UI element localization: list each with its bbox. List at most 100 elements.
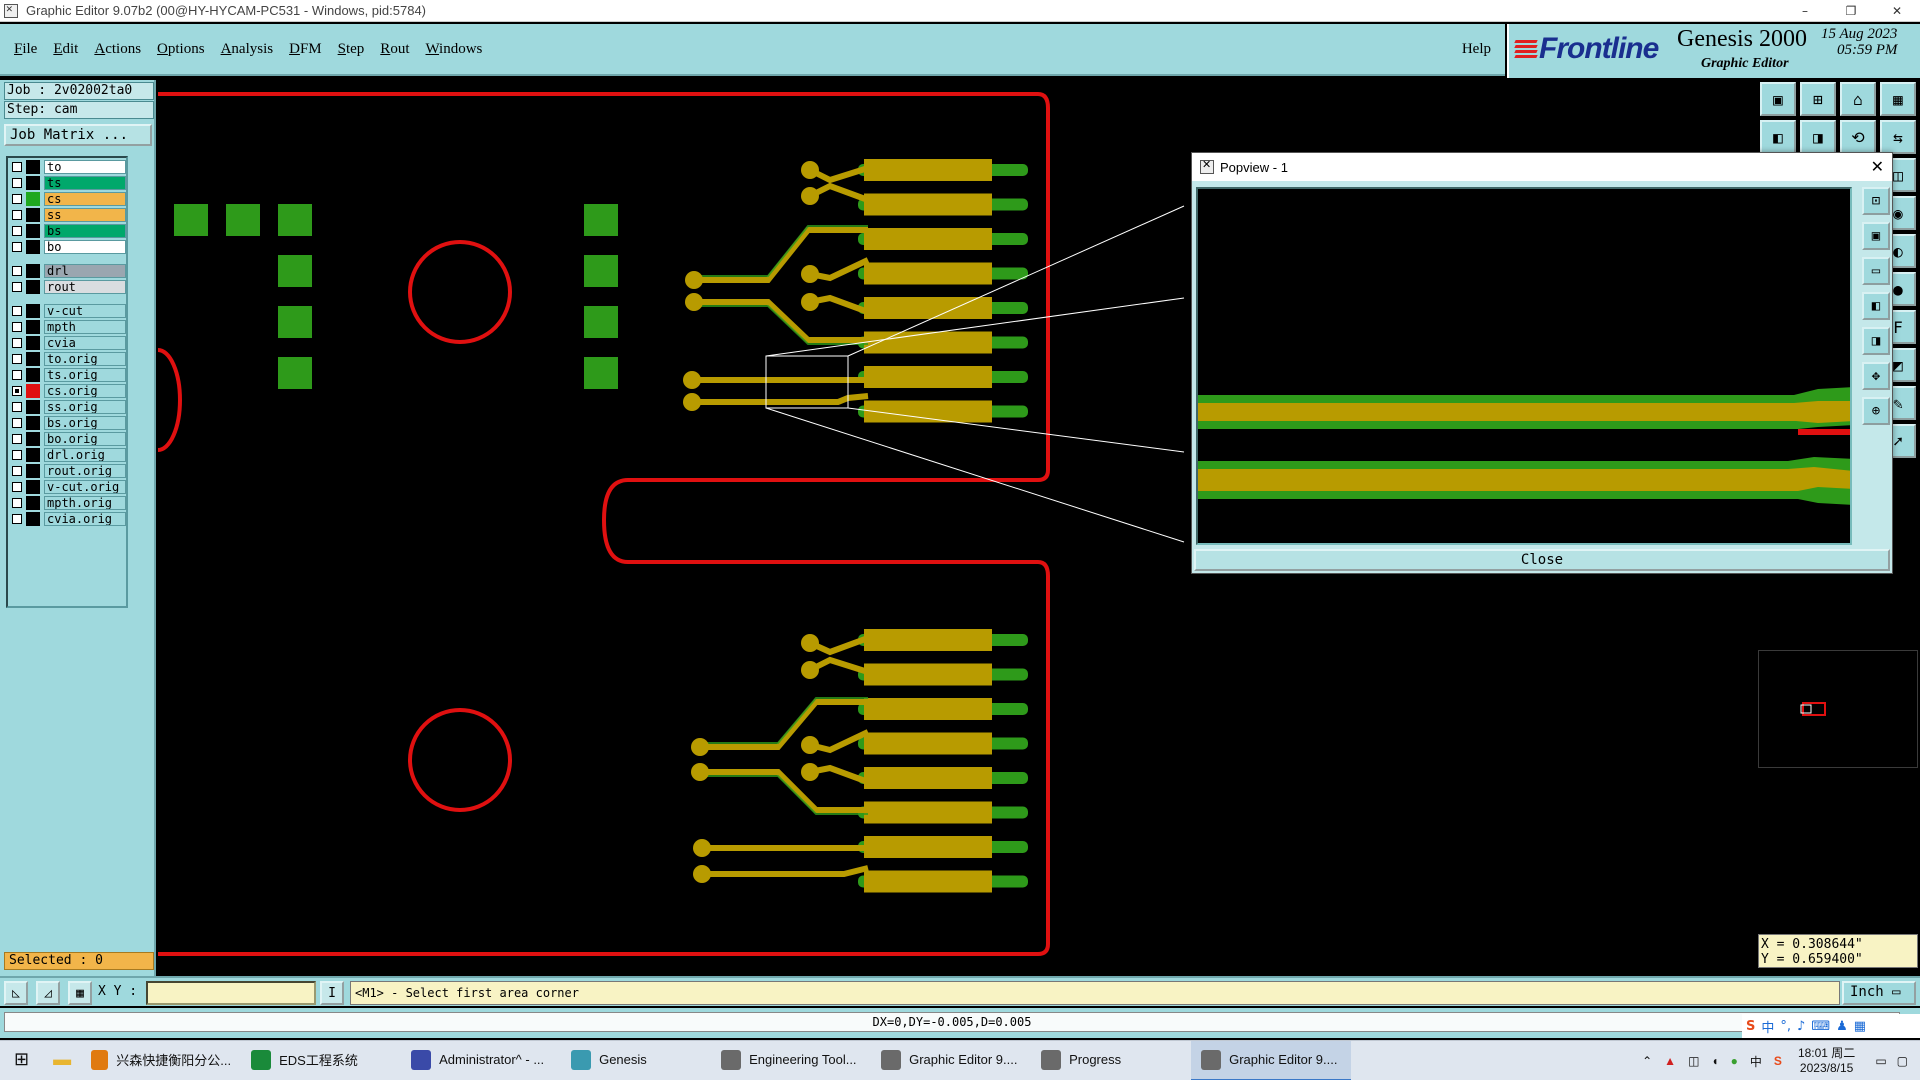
layer-row[interactable]: cs.orig <box>10 384 126 398</box>
layer-row[interactable]: ts <box>10 176 126 190</box>
show-desktop-icon[interactable]: ▭ <box>1875 1054 1887 1068</box>
notification-icon[interactable]: ▢ <box>1896 1054 1908 1068</box>
layer-color-swatch[interactable] <box>26 368 40 382</box>
layer-color-swatch[interactable] <box>26 480 40 494</box>
popview-center-icon[interactable]: ⊕ <box>1862 397 1890 425</box>
ime-mic-icon[interactable]: ♪ <box>1797 1018 1806 1034</box>
layer-checkbox[interactable] <box>12 386 22 396</box>
menu-actions[interactable]: Actions <box>94 40 142 57</box>
tray-network-icon[interactable]: ◫ <box>1688 1054 1700 1068</box>
taskbar-app-button[interactable]: 兴森快捷衡阳分公... <box>81 1041 241 1080</box>
layer-checkbox[interactable] <box>12 242 22 252</box>
layer-checkbox[interactable] <box>12 434 22 444</box>
layer-row[interactable]: v-cut <box>10 304 126 318</box>
grid-tool-icon[interactable]: ▦ <box>68 981 92 1005</box>
unit-selector[interactable]: Inch ▭ <box>1842 981 1916 1005</box>
layer-color-swatch[interactable] <box>26 400 40 414</box>
layer-row[interactable]: ss.orig <box>10 400 126 414</box>
ime-skin-icon[interactable]: ♟ <box>1836 1018 1848 1034</box>
layer-color-swatch[interactable] <box>26 448 40 462</box>
layer-checkbox[interactable] <box>12 210 22 220</box>
menu-help[interactable]: Help <box>1461 40 1491 57</box>
layer-name[interactable]: ts <box>44 176 126 190</box>
rotate-icon[interactable]: ⟲ <box>1840 120 1876 154</box>
tray-chevron-icon[interactable]: ⌃ <box>1642 1054 1653 1068</box>
ime-punct-icon[interactable]: °, <box>1780 1018 1792 1034</box>
layer-name[interactable]: v-cut <box>44 304 126 318</box>
layer-checkbox[interactable] <box>12 322 22 332</box>
layer-color-swatch[interactable] <box>26 496 40 510</box>
menu-step[interactable]: Step <box>337 40 365 57</box>
layer-color-swatch[interactable] <box>26 264 40 278</box>
layer-name[interactable]: rout.orig <box>44 464 126 478</box>
layer-name[interactable]: bs <box>44 224 126 238</box>
menu-dfm[interactable]: DFM <box>289 40 322 57</box>
tray-app-icon[interactable]: ▲ <box>1664 1054 1677 1068</box>
layer-row[interactable]: cs <box>10 192 126 206</box>
layer-color-swatch[interactable] <box>26 384 40 398</box>
layer-checkbox[interactable] <box>12 282 22 292</box>
layer-color-swatch[interactable] <box>26 280 40 294</box>
tray-sogou-icon[interactable]: S <box>1773 1054 1782 1068</box>
layer-name[interactable]: ss.orig <box>44 400 126 414</box>
layer-name[interactable]: drl <box>44 264 126 278</box>
layer-checkbox[interactable] <box>12 178 22 188</box>
menu-file[interactable]: File <box>14 40 38 57</box>
file-explorer-button[interactable]: ▬ <box>43 1041 81 1080</box>
mirror-icon[interactable]: ⇆ <box>1880 120 1916 154</box>
layer-checkbox[interactable] <box>12 266 22 276</box>
restore-button[interactable]: ❐ <box>1845 4 1857 18</box>
layer-row[interactable]: rout.orig <box>10 464 126 478</box>
layer-checkbox[interactable] <box>12 370 22 380</box>
layer-name[interactable]: to.orig <box>44 352 126 366</box>
layer-color-swatch[interactable] <box>26 432 40 446</box>
layer-row[interactable]: bo.orig <box>10 432 126 446</box>
layer-color-swatch[interactable] <box>26 416 40 430</box>
layer-row[interactable]: cvia.orig <box>10 512 126 526</box>
layer-name[interactable]: bo.orig <box>44 432 126 446</box>
ime-toolbar[interactable]: S 中 °, ♪ ⌨ ♟ ▦ <box>1742 1014 1920 1038</box>
layer-checkbox[interactable] <box>12 306 22 316</box>
layer-name[interactable]: v-cut.orig <box>44 480 126 494</box>
cursor-tool-icon[interactable]: I <box>320 981 344 1005</box>
ime-menu-icon[interactable]: ▦ <box>1853 1018 1867 1034</box>
layer-row[interactable]: bs.orig <box>10 416 126 430</box>
layer-row[interactable]: drl <box>10 264 126 278</box>
menu-windows[interactable]: Windows <box>425 40 483 57</box>
layer-row[interactable]: to.orig <box>10 352 126 366</box>
taskbar-app-button[interactable]: Graphic Editor 9.... <box>1191 1040 1352 1080</box>
edit-tool-icon[interactable]: ◿ <box>36 981 60 1005</box>
minimize-button[interactable]: – <box>1802 4 1808 18</box>
layer-name[interactable]: rout <box>44 280 126 294</box>
layer-color-swatch[interactable] <box>26 240 40 254</box>
layer-name[interactable]: drl.orig <box>44 448 126 462</box>
taskbar-app-button[interactable]: Genesis <box>561 1041 711 1080</box>
pcb-view[interactable] <box>158 80 1758 976</box>
tray-ime-label[interactable]: 中 <box>1749 1054 1762 1069</box>
popview-close-icon[interactable]: ✕ <box>1870 157 1884 176</box>
xy-input[interactable] <box>146 981 316 1005</box>
popview-right-icon[interactable]: ◨ <box>1862 327 1890 355</box>
layer-color-swatch[interactable] <box>26 224 40 238</box>
layer-color-swatch[interactable] <box>26 512 40 526</box>
layer-color-swatch[interactable] <box>26 160 40 174</box>
layer-name[interactable]: cs.orig <box>44 384 126 398</box>
layer-checkbox[interactable] <box>12 514 22 524</box>
zoom-in-icon[interactable]: ⊞ <box>1800 82 1836 116</box>
split-view-icon[interactable]: ▦ <box>1880 82 1916 116</box>
overview-map[interactable] <box>1758 650 1918 768</box>
popview-monitor-icon[interactable]: ▭ <box>1862 257 1890 285</box>
layer-name[interactable]: mpth <box>44 320 126 334</box>
home-icon[interactable]: ⌂ <box>1840 82 1876 116</box>
pan-left-icon[interactable]: ◧ <box>1760 120 1796 154</box>
taskbar-app-button[interactable]: Progress <box>1031 1041 1191 1080</box>
tray-volume-icon[interactable]: ◖ <box>1711 1054 1719 1068</box>
layer-row[interactable]: ss <box>10 208 126 222</box>
taskbar-clock[interactable]: 18:01 周二 2023/8/15 <box>1798 1046 1855 1076</box>
menu-edit[interactable]: Edit <box>53 40 79 57</box>
layer-row[interactable]: bs <box>10 224 126 238</box>
layer-row[interactable]: mpth.orig <box>10 496 126 510</box>
layer-checkbox[interactable] <box>12 226 22 236</box>
sogou-icon[interactable]: S <box>1746 1018 1756 1034</box>
layer-row[interactable]: to <box>10 160 126 174</box>
